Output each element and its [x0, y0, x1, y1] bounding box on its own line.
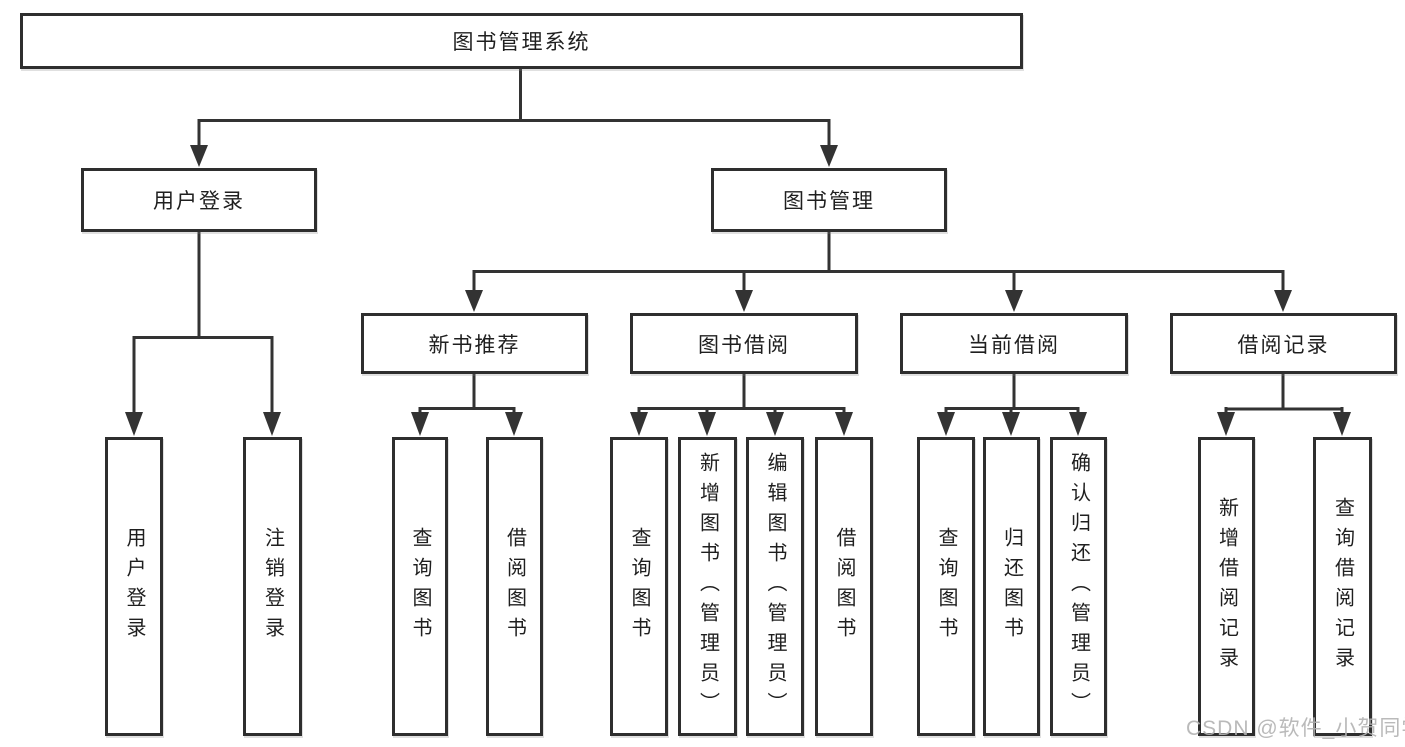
- node-current-borrow-label: 当前借阅: [968, 333, 1060, 357]
- leaf-borrow-book-2-label: 借阅图书: [833, 526, 855, 647]
- node-new-book-recommend-label: 新书推荐: [428, 333, 521, 357]
- node-new-book-recommend: 新书推荐: [361, 313, 588, 374]
- leaf-query-book-3: 查询图书: [917, 437, 975, 736]
- arrowhead-icons: [125, 145, 1351, 436]
- leaf-logout-label: 注销登录: [261, 526, 284, 647]
- leaf-add-borrow-record-label: 新增借阅记录: [1215, 496, 1238, 677]
- leaf-edit-book-admin: 编辑图书（管理员）: [746, 437, 804, 736]
- leaf-add-book-admin: 新增图书（管理员）: [678, 437, 737, 736]
- node-user-login-label: 用户登录: [153, 190, 245, 213]
- leaf-borrow-book-2: 借阅图书: [815, 437, 873, 736]
- node-root-label: 图书管理系统: [452, 31, 591, 54]
- leaf-query-borrow-record-label: 查询借阅记录: [1331, 496, 1354, 677]
- leaf-add-borrow-record: 新增借阅记录: [1198, 437, 1255, 736]
- node-book-borrow: 图书借阅: [630, 313, 858, 374]
- node-root: 图书管理系统: [20, 13, 1023, 69]
- leaf-query-book-3-label: 查询图书: [935, 526, 957, 647]
- leaf-query-borrow-record: 查询借阅记录: [1313, 437, 1372, 736]
- node-current-borrow: 当前借阅: [900, 313, 1128, 374]
- leaf-user-login: 用户登录: [105, 437, 163, 736]
- leaf-query-book-1-label: 查询图书: [409, 526, 431, 647]
- node-book-borrow-label: 图书借阅: [698, 333, 790, 357]
- leaf-borrow-book-1-label: 借阅图书: [503, 526, 526, 647]
- leaf-query-book-2: 查询图书: [610, 437, 668, 736]
- node-borrow-records-label: 借阅记录: [1237, 333, 1330, 357]
- leaf-user-login-label: 用户登录: [123, 526, 145, 647]
- leaf-return-book: 归还图书: [983, 437, 1040, 736]
- csdn-watermark: CSDN @软件_小贺同学: [1186, 717, 1405, 740]
- node-book-management-label: 图书管理: [783, 190, 875, 213]
- leaf-return-book-label: 归还图书: [1000, 526, 1023, 647]
- leaf-borrow-book-1: 借阅图书: [486, 437, 543, 736]
- leaf-add-book-admin-label: 新增图书（管理员）: [696, 451, 719, 722]
- node-borrow-records: 借阅记录: [1170, 313, 1397, 374]
- leaf-query-book-2-label: 查询图书: [628, 526, 650, 647]
- leaf-confirm-return-admin-label: 确认归还（管理员）: [1067, 451, 1090, 722]
- node-book-management: 图书管理: [711, 168, 947, 232]
- leaf-edit-book-admin-label: 编辑图书（管理员）: [764, 451, 786, 722]
- leaf-logout: 注销登录: [243, 437, 302, 736]
- leaf-confirm-return-admin: 确认归还（管理员）: [1050, 437, 1107, 736]
- leaf-query-book-1: 查询图书: [392, 437, 448, 736]
- node-user-login: 用户登录: [81, 168, 317, 232]
